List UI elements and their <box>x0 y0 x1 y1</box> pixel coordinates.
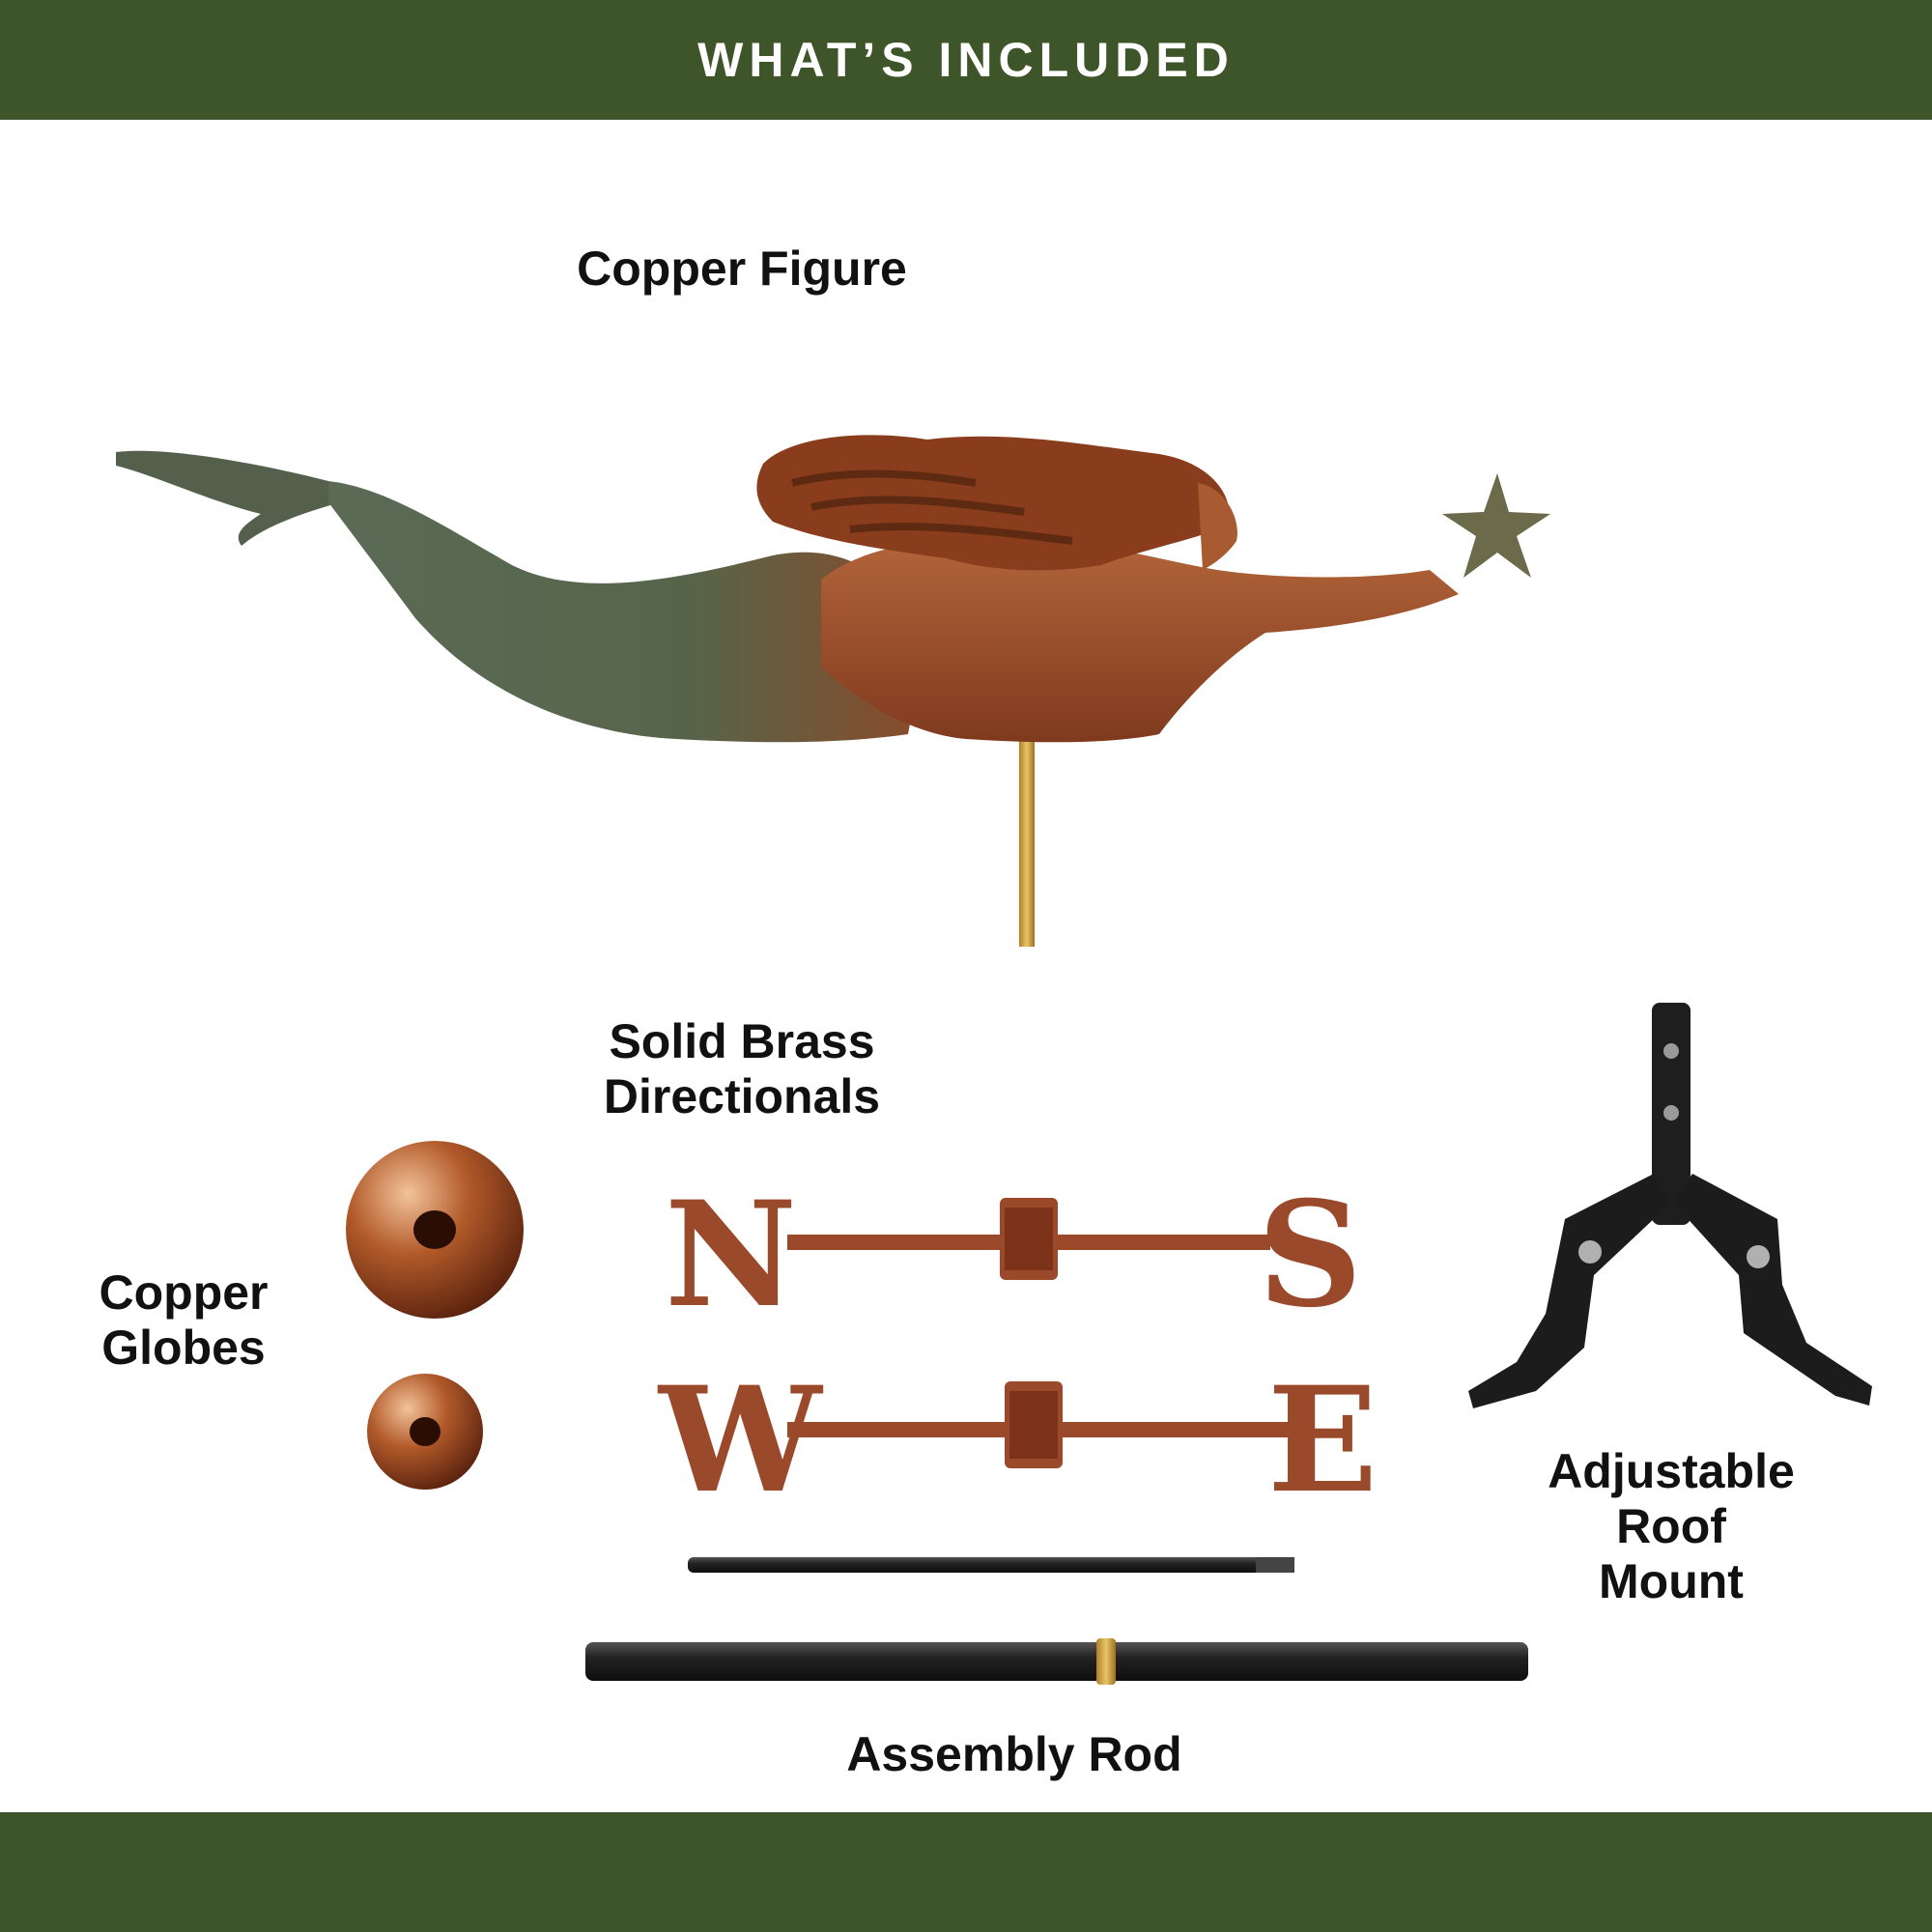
page-title: WHAT’S INCLUDED <box>697 33 1235 87</box>
copper-globes-label: Copper Globes <box>99 1265 269 1375</box>
roof-mount-icon <box>1468 1003 1872 1408</box>
assembly-rod-label: Assembly Rod <box>846 1727 1182 1781</box>
directionals-label: Solid Brass Directionals <box>603 1014 881 1123</box>
roof-mount-label: Adjustable Roof Mount <box>1548 1444 1795 1608</box>
assembly-rod-icon <box>585 1557 1528 1685</box>
mermaid-figure-icon <box>116 435 1550 947</box>
svg-text:N: N <box>665 1170 797 1340</box>
header-bar: WHAT’S INCLUDED <box>0 0 1932 120</box>
svg-text:W: W <box>657 1355 824 1525</box>
svg-text:S: S <box>1258 1170 1362 1340</box>
copper-globe-icon <box>346 1141 524 1490</box>
svg-text:E: E <box>1267 1355 1378 1525</box>
compass-directionals-icon: N S W E <box>657 1170 1378 1525</box>
footer-bar <box>0 1812 1932 1932</box>
copper-figure-label: Copper Figure <box>577 242 907 296</box>
